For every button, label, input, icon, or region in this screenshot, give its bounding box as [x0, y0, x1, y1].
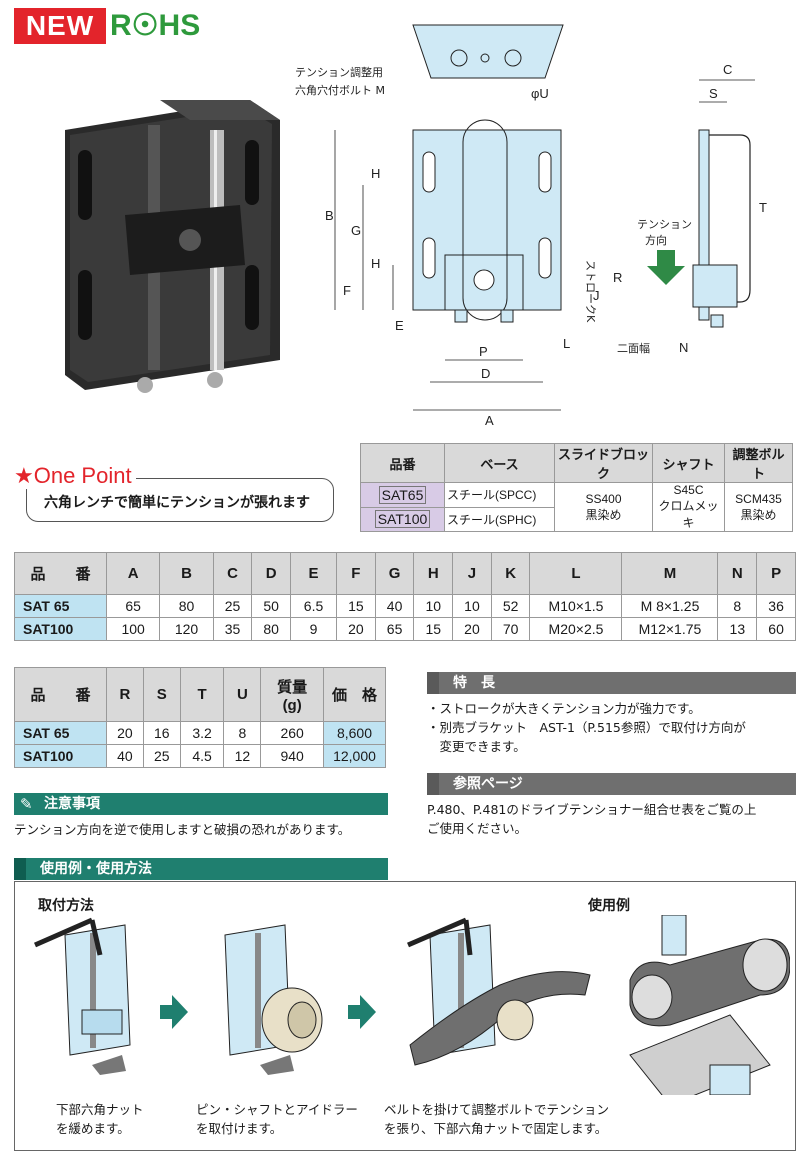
- dim-t: T: [759, 200, 767, 215]
- features-title: 特 長: [427, 672, 796, 694]
- mount-title: 取付方法: [38, 898, 94, 914]
- reference-text: P.480、P.481のドライブテンショナー組合せ表をご覧の上 ご使用ください。: [427, 802, 757, 836]
- mat-base-sat65: スチール(SPCC): [444, 482, 555, 508]
- dim-b: B: [325, 208, 334, 223]
- dim-s: S: [709, 86, 718, 101]
- mat-header-bolt: 調整ボルト: [724, 443, 793, 483]
- dim2-header-code: 品 番: [14, 667, 107, 722]
- mat-header-shaft: シャフト: [652, 443, 725, 483]
- dim1-header-h: H: [413, 552, 454, 595]
- usage-title: 使用例・使用方法: [14, 858, 388, 880]
- usage-box: [14, 881, 796, 1151]
- mat-header-code: 品番: [360, 443, 445, 483]
- dim1-header-k: K: [490, 552, 531, 595]
- dim1-header-j: J: [452, 552, 492, 595]
- product-photo: [65, 100, 280, 393]
- dim-r: R: [613, 270, 622, 285]
- mat-header-base: ベース: [444, 443, 555, 483]
- dim1-header-l: L: [529, 552, 623, 595]
- dim1-header-d: D: [251, 552, 292, 595]
- mat-code-sat100: SAT100: [360, 506, 445, 532]
- dim-c: C: [723, 62, 732, 77]
- dim-g: G: [351, 223, 361, 238]
- dim1-header-g: G: [374, 552, 415, 595]
- one-point-box: [26, 478, 334, 522]
- dim-f: F: [343, 283, 351, 298]
- dim-h-1: H: [371, 166, 380, 181]
- step-3-illustration: [407, 917, 591, 1066]
- rohs-logo: R☉HS: [110, 9, 201, 42]
- arrow-icon: [160, 995, 188, 1029]
- dim2-header-t: T: [179, 667, 225, 722]
- dim1-header-f: F: [336, 552, 376, 595]
- dim-n: N: [679, 340, 688, 355]
- dim1-header-code: 品 番: [14, 552, 107, 595]
- tension-label-1: テンション: [637, 218, 692, 231]
- caution-title: ✎ 注意事項: [14, 793, 388, 815]
- bolt-label-2: 六角穴付ボルト M: [295, 83, 385, 97]
- dim2-header-price: 価 格: [323, 667, 386, 722]
- new-badge: NEW: [14, 8, 106, 44]
- arrow-icon: [348, 995, 376, 1029]
- dim-p: P: [479, 344, 488, 359]
- dim-u: φU: [531, 86, 549, 101]
- dim2-header-u: U: [223, 667, 262, 722]
- step-1-illustration: [33, 917, 131, 1075]
- dimension-table-1: 品 番 A B C D E F G H J K L M N P SAT 65 6…: [14, 552, 796, 641]
- dim1-header-a: A: [105, 552, 161, 595]
- dim-a: A: [485, 413, 494, 428]
- dim2-header-s: S: [142, 667, 181, 722]
- dim-j: J: [593, 288, 600, 303]
- dimension-drawing: テンション調整用 六角穴付ボルト M テンション 方向 ストロークK 二面幅 A…: [295, 24, 767, 428]
- one-point-title: ★One Point: [14, 463, 136, 489]
- mat-header-slide: スライドブロック: [554, 443, 653, 483]
- pencil-icon: ✎: [20, 795, 33, 813]
- dim1-header-e: E: [290, 552, 338, 595]
- dim-d: D: [481, 366, 490, 381]
- dim2-header-r: R: [106, 667, 144, 722]
- mat-code-sat65: SAT65: [360, 482, 445, 508]
- dim1-header-b: B: [159, 552, 214, 595]
- dim1-header-n: N: [717, 552, 758, 595]
- flats-label: 二面幅: [617, 342, 650, 355]
- example-illustration: [629, 915, 790, 1095]
- dim1-header-m: M: [621, 552, 719, 595]
- dim-h-2: H: [371, 256, 380, 271]
- dim1-header-p: P: [756, 552, 796, 595]
- features-list: ・ストロークが大きくテンション力が強力です。 ・別売ブラケット AST-1（P.…: [427, 701, 746, 754]
- dim-e: E: [395, 318, 404, 333]
- mat-base-sat100: スチール(SPHC): [444, 506, 555, 532]
- caption-step-3: ベルトを掛けて調整ボルトでテンションを張り、下部六角ナットで固定します。: [384, 1102, 610, 1136]
- material-table: 品番 ベース スライドブロック シャフト 調整ボルト SAT65 スチール(SP…: [360, 443, 793, 532]
- tension-label-2: 方向: [645, 233, 667, 247]
- bolt-label-1: テンション調整用: [295, 65, 383, 79]
- dim2-header-mass: 質量(g): [260, 667, 324, 722]
- dim-l: L: [563, 336, 570, 351]
- usage-illustrations: [33, 915, 790, 1095]
- stroke-label: ストロークK: [584, 260, 597, 323]
- caution-text: テンション方向を逆で使用しますと破損の恐れがあります。: [14, 822, 351, 837]
- reference-title: 参照ページ: [427, 773, 796, 795]
- step-2-illustration: [224, 924, 323, 1075]
- dim1-header-c: C: [212, 552, 253, 595]
- one-point-text: 六角レンチで簡単にテンションが張れます: [44, 495, 310, 511]
- example-title: 使用例: [588, 898, 630, 914]
- caption-step-2: ピン・シャフトとアイドラーを取付けます。: [196, 1102, 358, 1136]
- caption-step-1: 下部六角ナットを緩めます。: [56, 1102, 144, 1136]
